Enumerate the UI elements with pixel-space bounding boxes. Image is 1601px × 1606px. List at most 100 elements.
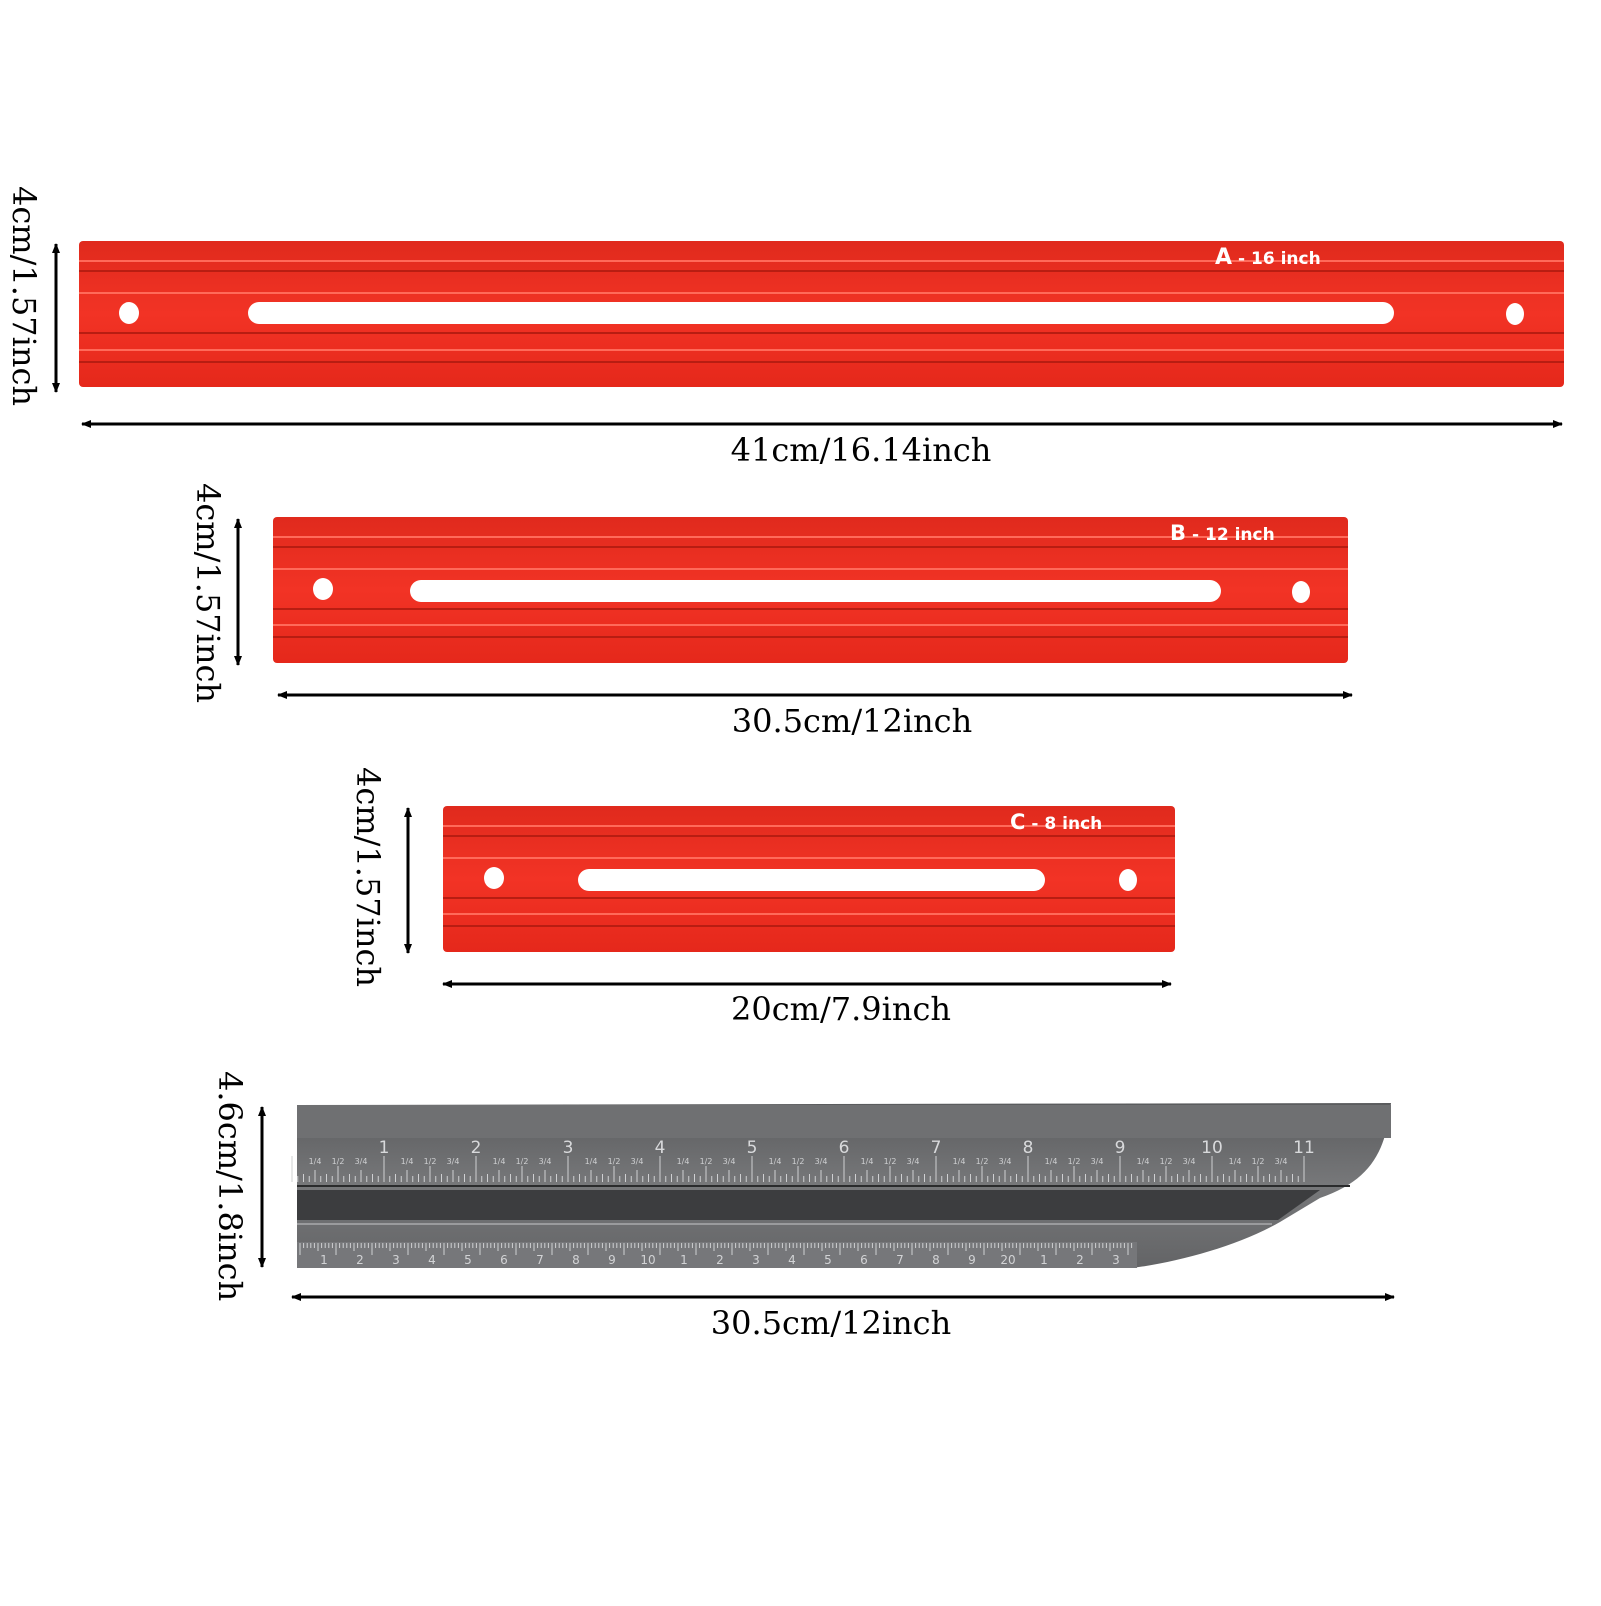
ruler-cm-number: 1	[680, 1253, 688, 1267]
rail-b-hole-right	[1292, 581, 1310, 603]
ruler-top-face	[297, 1105, 1391, 1138]
ruler-fraction-label: 3/4	[355, 1157, 368, 1166]
rail-b: B - 12 inch 4cm/1.57inch 30.5cm/12inch	[189, 483, 1353, 740]
ruler-inch-number: 10	[1201, 1138, 1223, 1158]
rail-a-slot	[248, 302, 1394, 324]
rail-c-hole-left	[484, 867, 504, 889]
ruler-inch-number: 8	[1023, 1138, 1034, 1158]
rail-b-slot	[410, 580, 1221, 602]
ruler-fraction-label: 1/4	[1229, 1157, 1242, 1166]
ruler-fraction-label: 3/4	[1183, 1157, 1196, 1166]
rail-b-letter: B	[1170, 521, 1186, 545]
ruler-inch-number: 5	[747, 1138, 758, 1158]
ruler-cm-number: 1	[320, 1253, 328, 1267]
ruler-fraction-label: 1/2	[1160, 1157, 1173, 1166]
ruler-fraction-label: 1/2	[332, 1157, 345, 1166]
ruler-fraction-label: 1/2	[884, 1157, 897, 1166]
ruler-cm-number: 8	[932, 1253, 940, 1267]
ruler-cm-number: 4	[788, 1253, 796, 1267]
ruler-fraction-label: 3/4	[723, 1157, 736, 1166]
ruler-cm-number: 10	[640, 1253, 655, 1267]
ruler-cm-number: 20	[1000, 1253, 1015, 1267]
ruler-cm-number: 8	[572, 1253, 580, 1267]
ruler-fraction-label: 3/4	[1275, 1157, 1288, 1166]
ruler-fraction-label: 1/4	[1137, 1157, 1150, 1166]
rail-c-width-label: 20cm/7.9inch	[731, 990, 951, 1028]
ruler-inch-number: 11	[1293, 1138, 1315, 1158]
ruler-cm-number: 7	[536, 1253, 544, 1267]
rail-c-slot	[578, 869, 1045, 891]
rail-a-size: - 16 inch	[1238, 249, 1321, 269]
rail-a-letter: A	[1215, 245, 1232, 270]
rail-c-label: C- 8 inch	[971, 810, 1130, 834]
ruler-fraction-label: 1/2	[608, 1157, 621, 1166]
ruler-fraction-label: 1/2	[976, 1157, 989, 1166]
ruler-inch-number: 9	[1115, 1138, 1126, 1158]
ruler-cm-number: 3	[752, 1253, 760, 1267]
rail-b-label: B - 12 inch	[1131, 521, 1303, 545]
ruler-cm-number: 6	[500, 1253, 508, 1267]
ruler-inch-number: 7	[931, 1138, 942, 1158]
ruler-inch-number: 2	[471, 1138, 482, 1158]
ruler-cm-number: 9	[608, 1253, 616, 1267]
ruler-fraction-label: 1/2	[700, 1157, 713, 1166]
rail-c-height-label: 4cm/1.57inch	[349, 767, 387, 987]
rail-a-height-label: 4cm/1.57inch	[5, 186, 43, 406]
ruler: 1 1/4 1/2 3/4 2 1/4 1/2 3/4 3 1/4 1/2 3/4 4 1/4 1/2 3/4…	[211, 1071, 1395, 1342]
ruler-cm-number: 4	[428, 1253, 436, 1267]
ruler-fraction-label: 3/4	[815, 1157, 828, 1166]
ruler-width-label: 30.5cm/12inch	[711, 1304, 951, 1342]
rail-b-size: - 12 inch	[1192, 525, 1275, 545]
ruler-fraction-label: 3/4	[631, 1157, 644, 1166]
ruler-cm-number: 2	[716, 1253, 724, 1267]
ruler-fraction-label: 1/4	[769, 1157, 782, 1166]
ruler-fraction-label: 1/2	[424, 1157, 437, 1166]
rail-a-hole-right	[1506, 303, 1524, 325]
ruler-fraction-label: 1/2	[792, 1157, 805, 1166]
ruler-fraction-label: 3/4	[999, 1157, 1012, 1166]
ruler-cm-number: 7	[896, 1253, 904, 1267]
ruler-cm-number: 2	[1076, 1253, 1084, 1267]
rail-b-width-label: 30.5cm/12inch	[732, 702, 972, 740]
ruler-fraction-label: 3/4	[539, 1157, 552, 1166]
ruler-fraction-label: 1/4	[953, 1157, 966, 1166]
rail-a-label: A - 16 inch	[1176, 245, 1349, 270]
ruler-inch-number: 6	[839, 1138, 850, 1158]
ruler-cm-number: 9	[968, 1253, 976, 1267]
ruler-fraction-label: 3/4	[447, 1157, 460, 1166]
ruler-fraction-label: 1/4	[585, 1157, 598, 1166]
ruler-cm-number: 3	[1112, 1253, 1120, 1267]
ruler-cm-number: 1	[1040, 1253, 1048, 1267]
ruler-height-label: 4.6cm/1.8inch	[211, 1071, 249, 1301]
ruler-fraction-label: 1/2	[516, 1157, 529, 1166]
rail-b-height-label: 4cm/1.57inch	[189, 483, 227, 703]
ruler-fraction-label: 1/2	[1068, 1157, 1081, 1166]
ruler-fraction-label: 1/4	[401, 1157, 414, 1166]
rail-a-width-label: 41cm/16.14inch	[731, 431, 992, 469]
ruler-cm-number: 5	[464, 1253, 472, 1267]
rail-c-hole-right	[1119, 869, 1137, 891]
ruler-inch-number: 1	[379, 1138, 390, 1158]
rail-a-hole-left	[119, 302, 139, 324]
rail-a: A - 16 inch 4cm/1.57inch 41cm/16.14inch	[5, 186, 1564, 469]
rail-b-hole-left	[313, 578, 333, 600]
ruler-cm-number: 3	[392, 1253, 400, 1267]
ruler-fraction-label: 1/4	[309, 1157, 322, 1166]
rail-c: C- 8 inch 4cm/1.57inch 20cm/7.9inch	[349, 767, 1175, 1028]
ruler-fraction-label: 1/4	[677, 1157, 690, 1166]
ruler-channel	[297, 1190, 1320, 1220]
ruler-cm-number: 6	[860, 1253, 868, 1267]
ruler-fraction-label: 1/4	[493, 1157, 506, 1166]
ruler-inch-number: 4	[655, 1138, 666, 1158]
ruler-cm-scale: 1 2 3 4 5 6 7 8 9 10 1 2 3 4 5 6 7 8 9 20 1 2 3	[299, 1243, 1133, 1267]
ruler-cm-number: 5	[824, 1253, 832, 1267]
ruler-cm-number: 2	[356, 1253, 364, 1267]
ruler-fraction-label: 1/4	[861, 1157, 874, 1166]
rail-c-size: - 8 inch	[1031, 814, 1102, 834]
ruler-fraction-label: 3/4	[907, 1157, 920, 1166]
ruler-fraction-label: 1/4	[1045, 1157, 1058, 1166]
ruler-fraction-label: 1/2	[1252, 1157, 1265, 1166]
ruler-inch-number: 3	[563, 1138, 574, 1158]
ruler-inch-scale: 1 1/4 1/2 3/4 2 1/4 1/2 3/4 3 1/4 1/2 3/4 4 1/4 1/2 3/4…	[291, 1138, 1315, 1182]
